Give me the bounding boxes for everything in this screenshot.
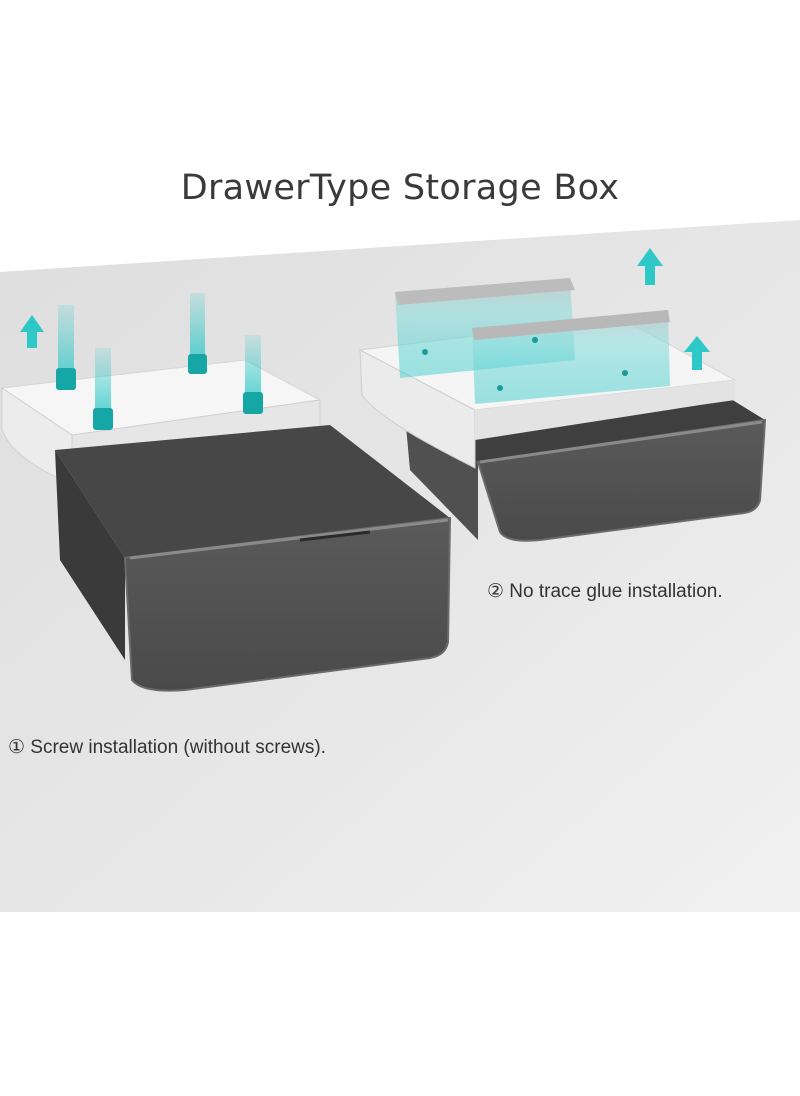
mount-plate-side bbox=[475, 380, 735, 440]
drawer-left-side bbox=[55, 450, 125, 660]
up-arrow-icon bbox=[20, 315, 44, 348]
up-arrow-icon bbox=[637, 248, 663, 285]
up-arrow-icon bbox=[684, 336, 710, 370]
drawer-left-side bbox=[405, 415, 478, 540]
drawer-front bbox=[476, 418, 767, 542]
page-title: DrawerType Storage Box bbox=[180, 168, 620, 208]
mount-plate-front bbox=[359, 349, 476, 469]
screw-installation-caption: ① Screw installation (without screws). bbox=[8, 737, 326, 758]
glue-installation-caption: ② No trace glue installation. bbox=[487, 581, 723, 602]
screw-mount-unit bbox=[0, 293, 452, 692]
drawer-top bbox=[55, 425, 450, 558]
screw-post bbox=[190, 293, 205, 368]
drawer-front bbox=[123, 516, 452, 692]
screw-post bbox=[95, 348, 111, 423]
screw-post bbox=[245, 335, 261, 407]
glue-mount-unit bbox=[358, 248, 767, 542]
